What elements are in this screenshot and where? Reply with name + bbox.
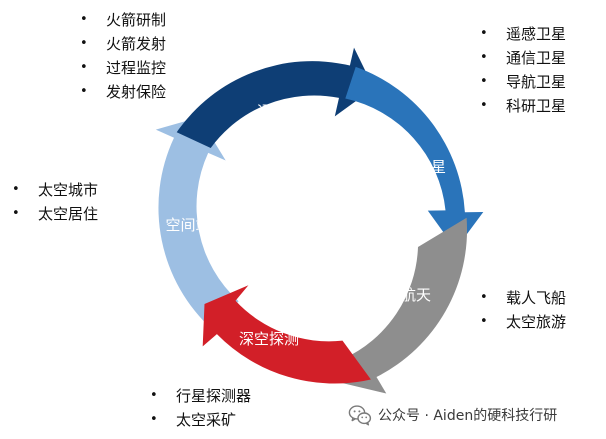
satellite-items-list: 遥感卫星 通信卫星 导航卫星 科研卫星 <box>480 22 566 118</box>
list-item: 火箭研制 <box>80 8 166 32</box>
segment-station <box>155 117 239 330</box>
list-item: 火箭发射 <box>80 32 166 56</box>
list-item: 行星探测器 <box>150 384 251 408</box>
list-item: 导航卫星 <box>480 70 566 94</box>
list-item: 太空采矿 <box>150 408 251 432</box>
rocket-items-list: 火箭研制 火箭发射 过程监控 发射保险 <box>80 8 166 104</box>
list-item: 太空城市 <box>12 178 98 202</box>
list-item: 过程监控 <box>80 56 166 80</box>
list-item: 遥感卫星 <box>480 22 566 46</box>
wechat-icon <box>348 405 372 426</box>
watermark: 公众号 · Aiden的硬科技行研 <box>348 402 557 428</box>
segment-label-satellite: 人造卫星 <box>386 158 446 176</box>
list-item: 载人飞船 <box>480 286 566 310</box>
segment-rocket <box>176 47 374 148</box>
segment-label-rocket: 运载火箭 <box>257 102 317 120</box>
watermark-text: 公众号 · Aiden的硬科技行研 <box>378 408 558 424</box>
segment-label-manned: 载人航天 <box>371 286 431 304</box>
deep-items-list: 行星探测器 太空采矿 <box>150 384 251 432</box>
segment-satellite <box>345 66 484 250</box>
segment-label-station: 空间站 <box>165 216 210 234</box>
list-item: 太空旅游 <box>480 310 566 334</box>
segment-label-deep: 深空探测 <box>239 330 299 348</box>
segment-deep <box>202 285 371 384</box>
manned-items-list: 载人飞船 太空旅游 <box>480 286 566 334</box>
segment-manned <box>334 217 468 394</box>
station-items-list: 太空城市 太空居住 <box>12 178 98 226</box>
list-item: 通信卫星 <box>480 46 566 70</box>
list-item: 科研卫星 <box>480 94 566 118</box>
list-item: 发射保险 <box>80 80 166 104</box>
list-item: 太空居住 <box>12 202 98 226</box>
